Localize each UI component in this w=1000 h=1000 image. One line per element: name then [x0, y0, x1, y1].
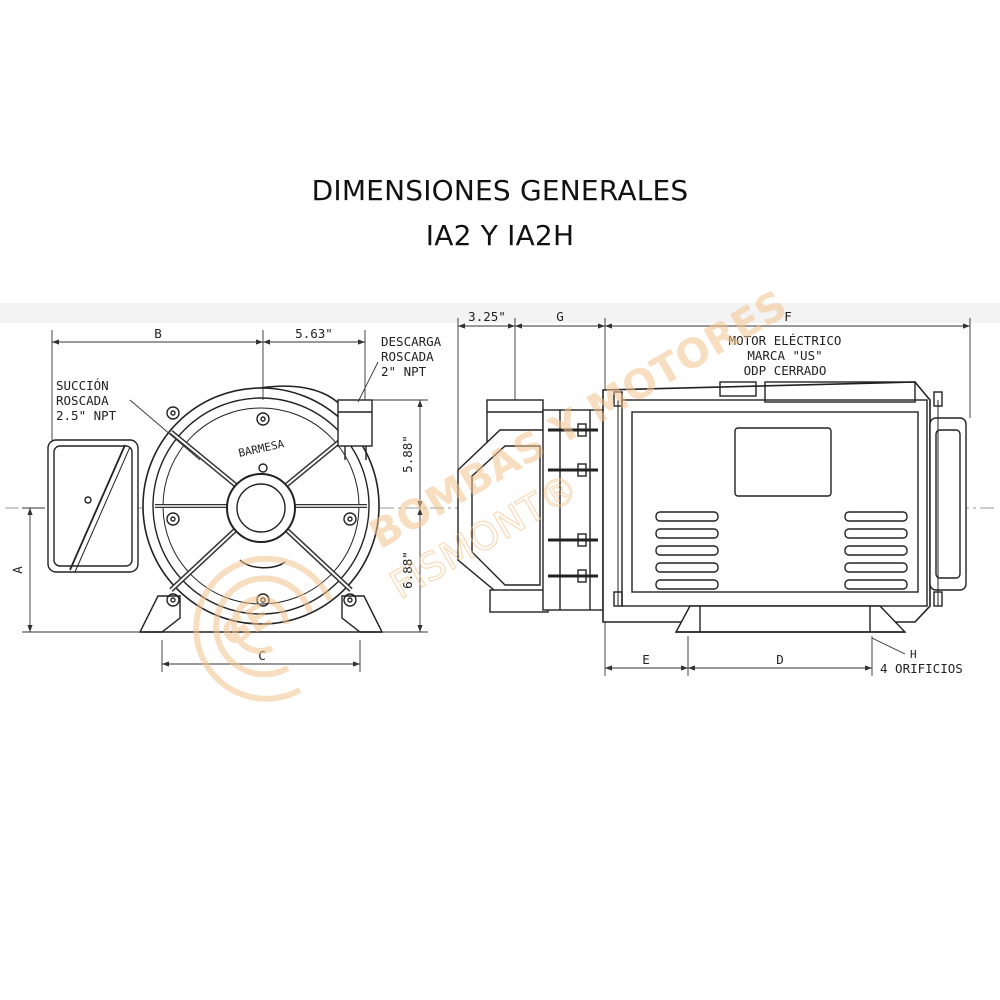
dim-5-63-label: 5.63"	[295, 326, 333, 341]
front-motor-block	[47, 439, 139, 573]
motor-label-3: ODP CERRADO	[744, 363, 827, 378]
side-motor-base	[674, 605, 907, 633]
pump-volute	[142, 385, 380, 625]
dim-e-label: E	[642, 652, 650, 667]
suction-label-3: 2.5" NPT	[56, 408, 117, 423]
motor-label-2: MARCA "US"	[747, 348, 822, 363]
suction-label-2: ROSCADA	[56, 393, 109, 408]
dim-d-label: D	[776, 652, 784, 667]
suction-label-1: SUCCIÓN	[56, 378, 109, 393]
dim-h-label: H	[910, 648, 917, 661]
discharge-nozzle	[337, 399, 373, 460]
dim-3-25-label: 3.25"	[468, 309, 506, 324]
dim-a-label: A	[10, 566, 25, 574]
title-line-1: DIMENSIONES GENERALES	[311, 174, 689, 207]
dim-f-label: F	[784, 309, 792, 324]
dim-b-label: B	[154, 326, 162, 341]
watermark-band	[0, 303, 1000, 323]
side-view	[457, 381, 967, 633]
side-dimensions	[457, 318, 971, 676]
dim-6-88-label: 6.88"	[400, 551, 415, 589]
dim-g-label: G	[556, 309, 564, 324]
dim-5-88-label: 5.88"	[400, 435, 415, 473]
discharge-label-1: DESCARGA	[381, 334, 442, 349]
title-line-2: IA2 Y IA2H	[425, 219, 575, 252]
dim-c-label: C	[258, 648, 266, 663]
holes-label: 4 ORIFICIOS	[880, 661, 963, 676]
watermark-logo	[193, 555, 333, 702]
front-dimensions	[22, 330, 428, 672]
front-view	[47, 385, 384, 633]
motor-label-1: MOTOR ELÉCTRICO	[729, 333, 842, 348]
discharge-label-2: ROSCADA	[381, 349, 434, 364]
side-pump-housing	[457, 399, 604, 613]
side-motor-body	[602, 381, 967, 623]
discharge-label-3: 2" NPT	[381, 364, 427, 379]
